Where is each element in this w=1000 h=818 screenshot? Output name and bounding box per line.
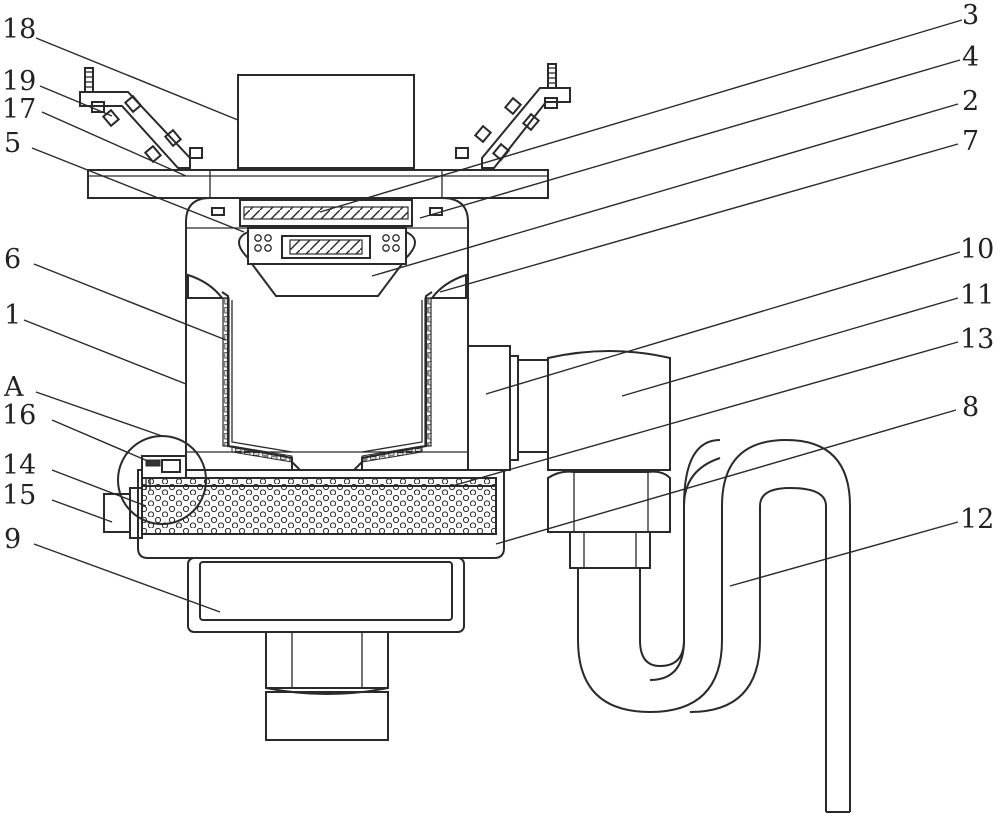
label-16: 16 <box>2 400 36 431</box>
bottom-outlet <box>265 631 389 741</box>
label-18: 18 <box>2 14 36 45</box>
filter-layer <box>141 477 497 535</box>
label-14: 14 <box>2 450 36 481</box>
lower-casing <box>137 469 505 559</box>
label-8: 8 <box>962 392 979 423</box>
elbow-housing <box>547 350 671 471</box>
part-labels: 18 19 17 5 6 1 A 16 14 15 9 3 4 2 7 10 1… <box>2 0 994 555</box>
label-17: 17 <box>2 94 36 125</box>
side-outlet-pump <box>467 345 549 471</box>
collection-box <box>187 557 465 633</box>
label-6: 6 <box>4 244 21 275</box>
top-grinding-plate <box>211 199 443 227</box>
mounting-plate <box>87 169 549 199</box>
left-clamp-bracket <box>79 67 203 169</box>
motor-housing <box>237 74 415 169</box>
right-clamp-bracket <box>455 63 571 169</box>
label-A: A <box>3 372 24 403</box>
side-deflectors <box>187 273 467 299</box>
grinder-head <box>238 227 416 297</box>
label-13: 13 <box>960 324 994 355</box>
label-19: 19 <box>2 66 36 97</box>
label-7: 7 <box>962 126 979 157</box>
leader-lines <box>23 19 963 613</box>
s-trap-pipe <box>577 438 851 813</box>
label-2: 2 <box>962 86 979 117</box>
label-12: 12 <box>960 504 994 535</box>
label-4: 4 <box>962 42 979 73</box>
label-10: 10 <box>960 234 994 265</box>
strainer-basket <box>221 291 433 471</box>
label-11: 11 <box>960 280 994 311</box>
pipe-coupling <box>547 470 671 569</box>
label-15: 15 <box>2 480 36 511</box>
side-handle <box>103 487 143 539</box>
label-1: 1 <box>4 300 21 331</box>
label-3: 3 <box>962 0 979 31</box>
label-5: 5 <box>4 128 21 159</box>
label-9: 9 <box>4 524 21 555</box>
